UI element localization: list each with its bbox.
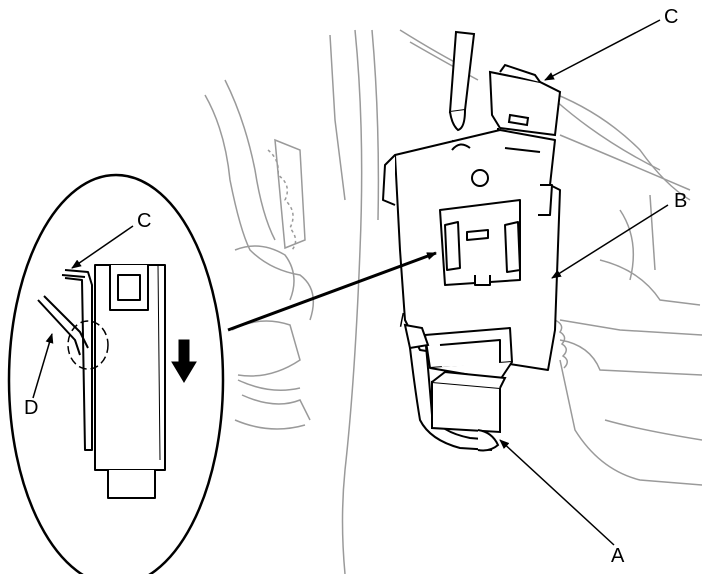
down-arrow-icon bbox=[171, 339, 197, 383]
callout-label-c-main: C bbox=[664, 6, 679, 28]
callout-label-a: A bbox=[611, 545, 625, 567]
detail-pointer-line bbox=[227, 251, 437, 332]
leader-c-inset bbox=[71, 225, 134, 269]
bracket-b bbox=[382, 129, 561, 381]
inset-detail bbox=[37, 264, 166, 499]
callout-label-c-inset: C bbox=[137, 210, 152, 232]
leader-d bbox=[32, 333, 54, 399]
leader-b bbox=[551, 204, 669, 279]
callout-label-b: B bbox=[674, 190, 688, 212]
leader-a bbox=[499, 439, 615, 546]
leader-c-main bbox=[544, 19, 661, 81]
callout-leaders bbox=[32, 19, 669, 546]
connector-a bbox=[403, 323, 507, 452]
callout-label-d: D bbox=[24, 397, 39, 419]
